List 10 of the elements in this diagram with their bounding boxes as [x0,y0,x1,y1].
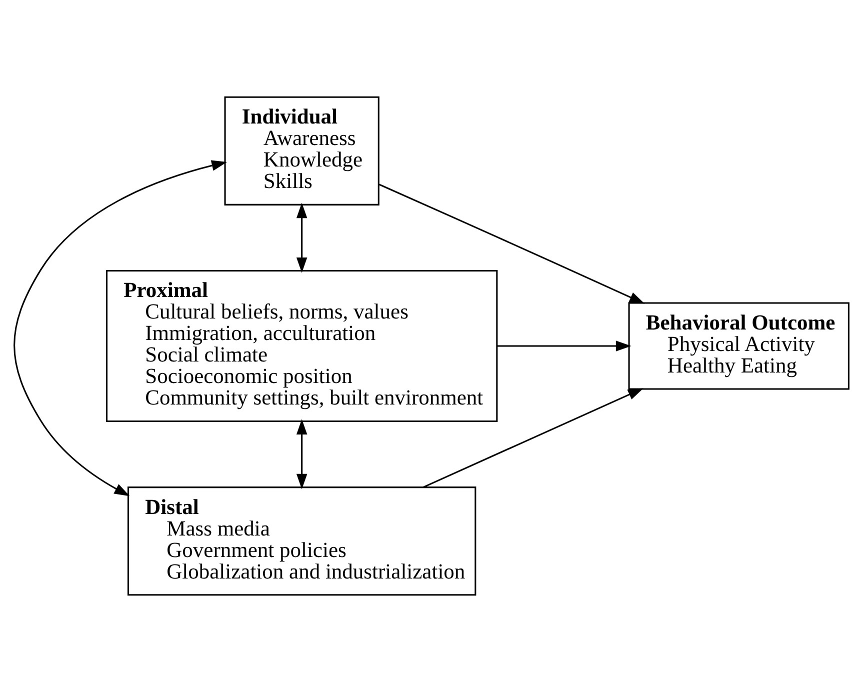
arrow [296,419,308,490]
arrow [498,340,632,352]
node-box: Proximal Cultural beliefs, norms, values Immigration, acculturation Social climate Socioeconomic position Community settings, built environment [106,270,498,422]
node-box: Behavioral Outcome Physical Activity Healthy Eating [628,302,850,390]
arrow [296,202,308,273]
node-box: Distal Mass media Government policies Globalization and industrialization [127,486,476,596]
node-box: Individual Awareness Knowledge Skills [224,96,380,206]
arrow [422,388,644,488]
arrow [378,184,645,304]
arrow [14,160,228,496]
